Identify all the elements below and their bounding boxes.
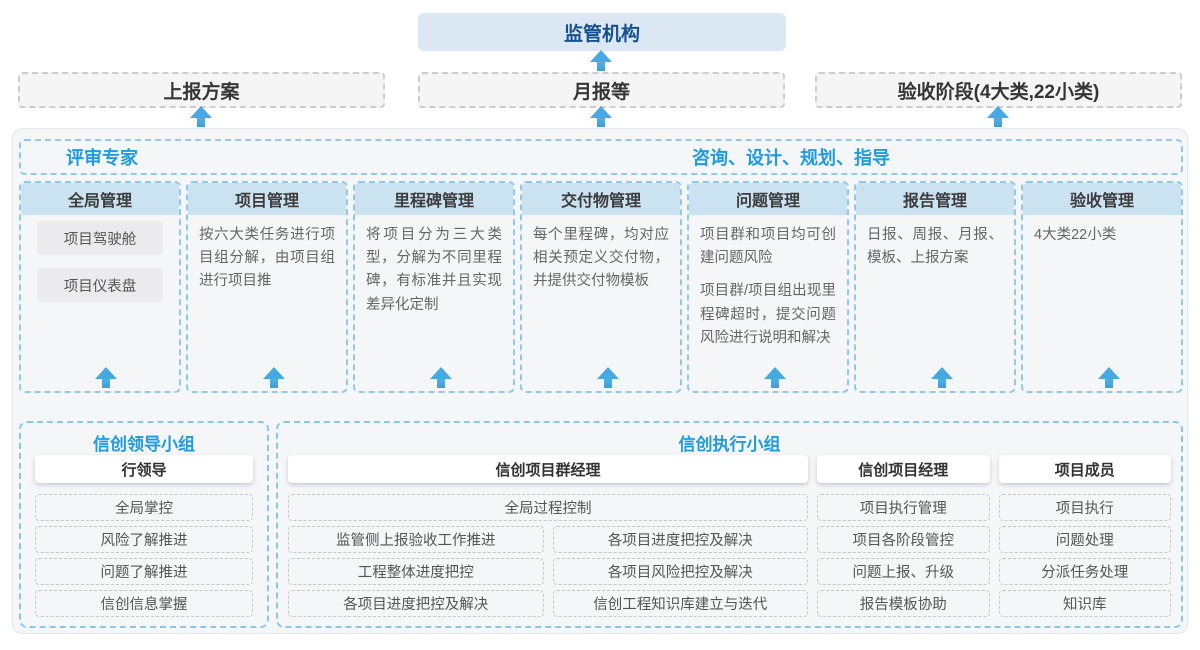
column-acceptance-management: 验收管理 4大类22小类 [1021, 181, 1183, 393]
role-project-member: 项目成员 [998, 455, 1171, 483]
up-arrow-icon [1097, 367, 1121, 388]
project-member-duty-item: 项目执行 [998, 494, 1171, 521]
role-project-manager: 信创项目经理 [817, 455, 990, 483]
program-manager-duty-item: 各项目风险把控及解决 [552, 558, 808, 585]
column-title: 问题管理 [689, 183, 847, 215]
column-global-management: 全局管理 项目驾驶舱 项目仪表盘 [19, 181, 181, 393]
description-paragraph: 日报、周报、月报、模板、上报方案 [867, 227, 1003, 267]
program-manager-duty-row: 工程整体进度把控 各项目风险把控及解决 [288, 558, 808, 585]
project-manager-duty-item: 问题上报、升级 [817, 558, 990, 585]
execution-group-box: 信创执行小组 信创项目群经理 全局过程控制 监管侧上报验收工作推进 各项目进度把… [276, 421, 1183, 628]
program-manager-duty-item: 监管侧上报验收工作推进 [288, 526, 544, 553]
report-box-acceptance: 验收阶段(4大类,22小类) [815, 72, 1182, 108]
column-project-management: 项目管理 按六大类任务进行项目组分解，由项目组进行项目推 [186, 181, 348, 393]
column-description: 4大类22小类 [1023, 215, 1181, 247]
up-arrow-icon [596, 367, 620, 388]
panel-header: 评审专家 咨询、设计、规划、指导 [19, 139, 1183, 175]
leader-duty-item: 风险了解推进 [35, 526, 253, 553]
up-arrow-icon [429, 367, 453, 388]
up-arrow-icon [262, 367, 286, 388]
column-issue-management: 问题管理 项目群和项目均可创建问题风险 项目群/项目组出现里程碑超时，提交问题风… [687, 181, 849, 393]
regulator-box: 监管机构 [418, 13, 786, 51]
description-paragraph: 将项目分为三大类型，分解为不同里程碑，有标准并且实现差异化定制 [366, 227, 502, 313]
program-manager-duty-item: 各项目进度把控及解决 [552, 526, 808, 553]
description-paragraph: 项目群/项目组出现里程碑超时，提交问题风险进行说明和解决 [700, 283, 836, 346]
project-manager-column: 信创项目经理 项目执行管理 项目各阶段管控 问题上报、升级 报告模板协助 [817, 455, 990, 617]
column-description: 将项目分为三大类型，分解为不同里程碑，有标准并且实现差异化定制 [355, 215, 513, 317]
column-title: 报告管理 [856, 183, 1014, 215]
program-manager-column: 信创项目群经理 全局过程控制 监管侧上报验收工作推进 各项目进度把控及解决 工程… [288, 455, 808, 617]
leader-duty-item: 问题了解推进 [35, 558, 253, 585]
execution-group-columns: 信创项目群经理 全局过程控制 监管侧上报验收工作推进 各项目进度把控及解决 工程… [288, 455, 1171, 617]
program-manager-duty-row: 监管侧上报验收工作推进 各项目进度把控及解决 [288, 526, 808, 553]
project-member-duty-item: 知识库 [998, 590, 1171, 617]
leadership-group-title: 信创领导小组 [93, 435, 195, 454]
management-columns: 全局管理 项目驾驶舱 项目仪表盘 项目管理 按六大类任务进行项目组分解，由项目组… [19, 181, 1183, 393]
description-paragraph: 每个里程碑，均对应相关预定义交付物，并提供交付物模板 [533, 227, 669, 290]
column-description: 项目群和项目均可创建问题风险 项目群/项目组出现里程碑超时，提交问题风险进行说明… [689, 215, 847, 350]
pill-project-cockpit: 项目驾驶舱 [37, 221, 163, 255]
up-arrow-icon [589, 106, 613, 127]
guidance-label: 咨询、设计、规划、指导 [692, 148, 890, 168]
project-member-duty-item: 分派任务处理 [998, 558, 1171, 585]
column-report-management: 报告管理 日报、周报、月报、模板、上报方案 [854, 181, 1016, 393]
management-panel: 评审专家 咨询、设计、规划、指导 全局管理 项目驾驶舱 项目仪表盘 项目管理 按… [12, 128, 1188, 634]
program-manager-duty-item: 全局过程控制 [288, 494, 808, 521]
up-arrow-icon [189, 106, 213, 127]
column-description: 日报、周报、月报、模板、上报方案 [856, 215, 1014, 270]
column-description: 每个里程碑，均对应相关预定义交付物，并提供交付物模板 [522, 215, 680, 294]
pill-project-dashboard: 项目仪表盘 [37, 268, 163, 302]
leadership-group-box: 信创领导小组 行领导 全局掌控 风险了解推进 问题了解推进 信创信息掌握 [19, 421, 269, 628]
project-member-column: 项目成员 项目执行 问题处理 分派任务处理 知识库 [998, 455, 1171, 617]
program-manager-duty-item: 各项目进度把控及解决 [288, 590, 544, 617]
program-manager-duty-item: 工程整体进度把控 [288, 558, 544, 585]
column-title: 全局管理 [21, 183, 179, 215]
up-arrow-icon [94, 367, 118, 388]
project-manager-duty-item: 报告模板协助 [817, 590, 990, 617]
column-deliverable-management: 交付物管理 每个里程碑，均对应相关预定义交付物，并提供交付物模板 [520, 181, 682, 393]
leader-duty-item: 信创信息掌握 [35, 590, 253, 617]
up-arrow-icon [589, 50, 613, 71]
project-member-duty-item: 问题处理 [998, 526, 1171, 553]
role-program-manager: 信创项目群经理 [288, 455, 808, 483]
bottom-groups: 信创领导小组 行领导 全局掌控 风险了解推进 问题了解推进 信创信息掌握 信创执… [19, 421, 1183, 628]
program-manager-duty-item: 信创工程知识库建立与迭代 [552, 590, 808, 617]
column-milestone-management: 里程碑管理 将项目分为三大类型，分解为不同里程碑，有标准并且实现差异化定制 [353, 181, 515, 393]
column-title: 验收管理 [1023, 183, 1181, 215]
role-bank-leaders: 行领导 [35, 455, 253, 483]
column-description: 按六大类任务进行项目组分解，由项目组进行项目推 [188, 215, 346, 294]
report-box-monthly: 月报等 [418, 72, 785, 108]
leader-duty-item: 全局掌控 [35, 494, 253, 521]
experts-label: 评审专家 [66, 148, 138, 168]
description-paragraph: 按六大类任务进行项目组分解，由项目组进行项目推 [199, 227, 335, 290]
up-arrow-icon [763, 367, 787, 388]
report-box-plan: 上报方案 [18, 72, 385, 108]
project-manager-duty-item: 项目执行管理 [817, 494, 990, 521]
description-paragraph: 项目群和项目均可创建问题风险 [700, 227, 836, 267]
description-paragraph: 4大类22小类 [1034, 227, 1117, 243]
project-manager-duty-item: 项目各阶段管控 [817, 526, 990, 553]
program-manager-duty-row: 各项目进度把控及解决 信创工程知识库建立与迭代 [288, 590, 808, 617]
column-title: 项目管理 [188, 183, 346, 215]
column-title: 里程碑管理 [355, 183, 513, 215]
column-title: 交付物管理 [522, 183, 680, 215]
up-arrow-icon [930, 367, 954, 388]
up-arrow-icon [986, 106, 1010, 127]
execution-group-title: 信创执行小组 [678, 435, 781, 454]
